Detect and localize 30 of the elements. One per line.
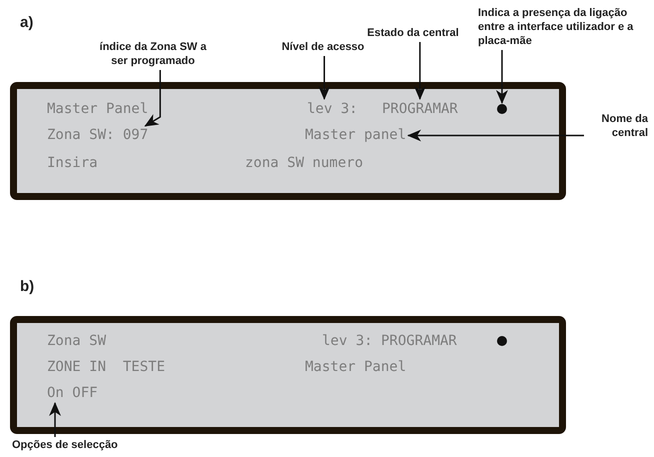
display-text: Insira xyxy=(47,155,98,172)
display-text: Master Panel xyxy=(305,359,406,376)
display-text: On OFF xyxy=(47,385,98,402)
indicator-dot-icon xyxy=(497,336,507,346)
display-text: ZONE IN TESTE xyxy=(47,359,166,376)
panel-label: b) xyxy=(20,278,34,295)
display-text: Master panel xyxy=(305,127,406,144)
display-text: lev 3: xyxy=(307,101,358,118)
display-text: Master Panel xyxy=(47,101,148,118)
indicator-dot-icon xyxy=(497,104,507,114)
display-text: PROGRAMAR xyxy=(382,101,458,118)
lcd-display xyxy=(10,82,566,200)
callout-text: Nível de acesso xyxy=(268,40,378,54)
display-text: Zona SW: 097 xyxy=(47,127,148,144)
leader-arrow xyxy=(318,56,330,100)
display-text: Zona SW xyxy=(47,333,106,350)
callout-text: Nome da central xyxy=(586,112,648,140)
callout-text: Opções de selecção xyxy=(12,438,162,452)
callout-text: Indica a presença da ligação entre a interface utilizador e a placa-mãe xyxy=(478,6,650,48)
lcd-display xyxy=(10,316,566,434)
leader-arrow xyxy=(49,402,61,437)
display-text: lev 3: PROGRAMAR xyxy=(322,333,457,350)
callout-text: Estado da central xyxy=(358,26,468,40)
leader-arrow xyxy=(407,130,584,142)
panel-label: a) xyxy=(20,14,34,31)
callout-text: índice da Zona SW a ser programado xyxy=(90,40,216,68)
display-text: zona SW numero xyxy=(245,155,364,172)
leader-arrow xyxy=(496,50,508,104)
leader-arrow xyxy=(144,70,161,127)
leader-arrow xyxy=(414,42,426,100)
